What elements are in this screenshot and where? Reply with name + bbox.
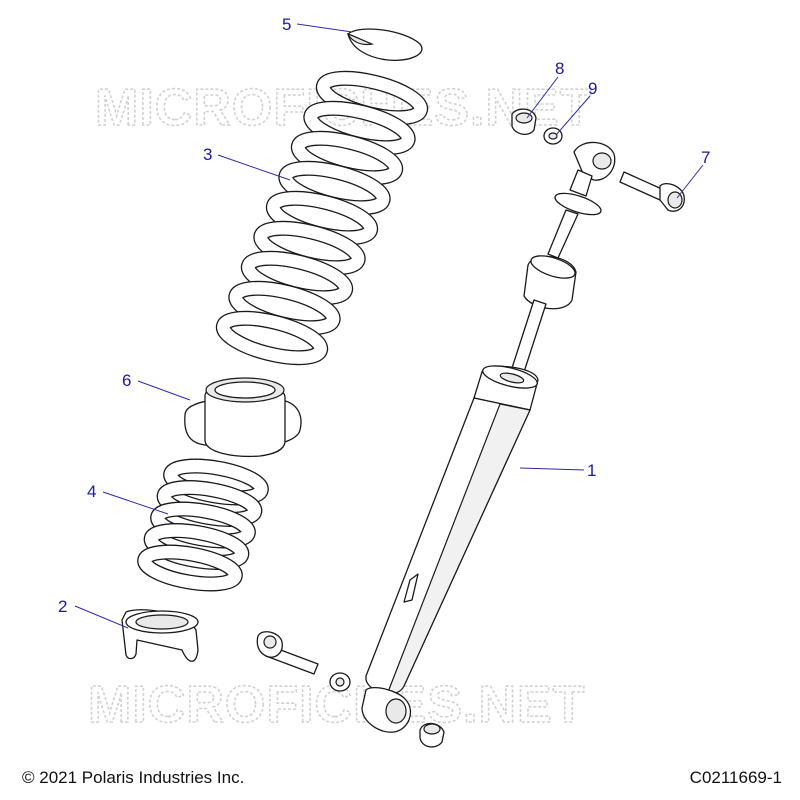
leader-9 <box>555 95 591 136</box>
leader-8 <box>526 76 559 119</box>
lower-bolt <box>256 631 319 675</box>
callout-4: 4 <box>87 482 96 501</box>
leader-3 <box>217 154 291 181</box>
callout-8: 8 <box>555 59 564 78</box>
lower-washer <box>329 672 351 692</box>
part-1-shock-absorber <box>361 141 616 733</box>
callout-3: 3 <box>203 145 212 164</box>
leader-5 <box>296 23 353 33</box>
part-6-spring-seat <box>184 377 302 458</box>
leader-1 <box>519 467 585 471</box>
leader-7 <box>676 164 704 199</box>
callout-9: 9 <box>588 79 597 98</box>
part-5-retainer-plate <box>346 28 423 61</box>
drawing-code: C0211669-1 <box>689 768 782 787</box>
callout-2: 2 <box>58 597 67 616</box>
leader-6 <box>137 380 191 401</box>
callout-5: 5 <box>282 15 291 34</box>
callout-1: 1 <box>587 461 596 480</box>
copyright-notice: © 2021 Polaris Industries Inc. <box>22 768 245 787</box>
part-7-bolt <box>619 171 685 212</box>
callout-7: 7 <box>701 148 710 167</box>
leader-4 <box>102 491 169 515</box>
leader-lines <box>74 23 704 629</box>
lower-nut <box>419 722 445 748</box>
part-8-nut <box>511 108 537 136</box>
part-3-main-spring <box>215 70 429 366</box>
callouts: 1 2 3 4 5 6 7 8 9 <box>58 15 710 616</box>
part-4-lower-spring <box>137 458 269 592</box>
callout-6: 6 <box>122 371 131 390</box>
part-9-washer <box>543 127 563 145</box>
part-2-lower-retainer <box>121 609 199 662</box>
leader-2 <box>74 605 129 629</box>
